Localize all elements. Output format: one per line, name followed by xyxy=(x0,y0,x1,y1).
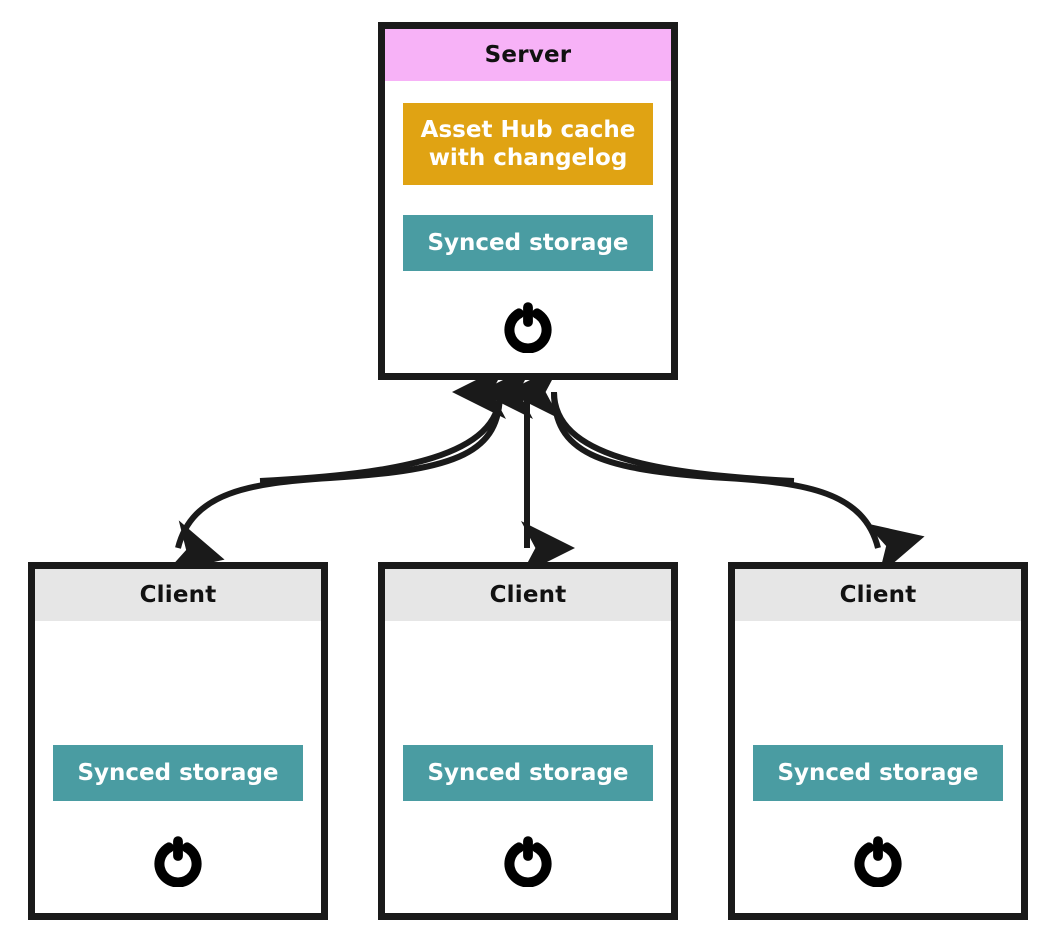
client-node-3[interactable]: Client Synced storage xyxy=(728,562,1028,920)
client-2-header-label: Client xyxy=(385,569,671,621)
client-3-synced-storage-block[interactable]: Synced storage xyxy=(753,745,1003,801)
client-1-synced-storage-block[interactable]: Synced storage xyxy=(53,745,303,801)
client-2-synced-storage-label: Synced storage xyxy=(427,759,629,786)
client-2-synced-storage-block[interactable]: Synced storage xyxy=(403,745,653,801)
client-node-1[interactable]: Client Synced storage xyxy=(28,562,328,920)
arrow-server-to-client-right xyxy=(551,391,925,576)
server-power-icon[interactable] xyxy=(500,297,556,353)
client-3-power-icon[interactable] xyxy=(850,831,906,887)
arrow-server-to-client-left xyxy=(165,391,503,573)
asset-hub-cache-line2: with changelog xyxy=(428,145,628,171)
server-asset-hub-cache-block[interactable]: Asset Hub cache with changelog xyxy=(403,103,653,185)
asset-hub-cache-line1: Asset Hub cache xyxy=(420,116,636,143)
client-node-2[interactable]: Client Synced storage xyxy=(378,562,678,920)
arrow-client-left-to-server xyxy=(178,392,500,548)
server-node[interactable]: Server Asset Hub cache with changelog Sy… xyxy=(378,22,678,380)
server-synced-storage-label: Synced storage xyxy=(427,229,629,256)
client-3-synced-storage-label: Synced storage xyxy=(777,759,979,786)
client-1-power-icon[interactable] xyxy=(150,831,206,887)
arrow-client-right-to-server-head xyxy=(506,364,795,484)
server-synced-storage-block[interactable]: Synced storage xyxy=(403,215,653,271)
server-header-label: Server xyxy=(385,29,671,81)
arrow-client-left-to-server-head xyxy=(259,365,507,484)
client-3-header-label: Client xyxy=(735,569,1021,621)
client-1-synced-storage-label: Synced storage xyxy=(77,759,279,786)
client-1-header-label: Client xyxy=(35,569,321,621)
client-2-power-icon[interactable] xyxy=(500,831,556,887)
